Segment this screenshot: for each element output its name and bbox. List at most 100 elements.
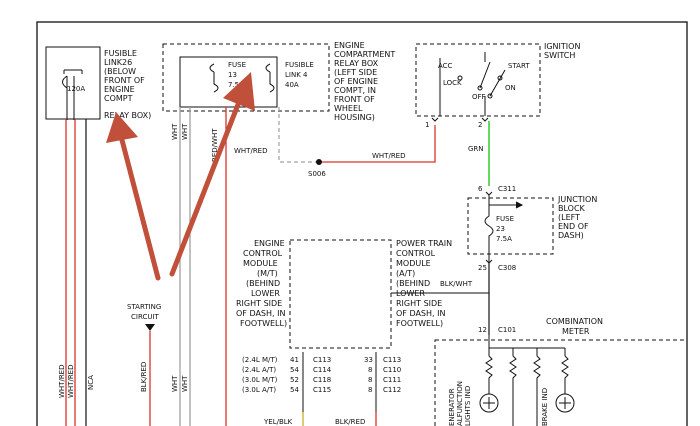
fuse-13-label-1: FUSE: [228, 61, 246, 69]
fusible-link-26-label-2: LINK26: [104, 58, 132, 67]
relay-box-outline: [162, 43, 330, 112]
relay-box-label-7: FRONT OF: [334, 95, 375, 104]
annotation-arrow-head-2: [223, 72, 255, 111]
pin-row-3-variant: (3.0L M/T): [242, 376, 278, 384]
meter-resistor-2: [509, 355, 517, 426]
junction-label-3: (LEFT: [558, 213, 580, 222]
junction-label-1: JUNCTION: [557, 195, 597, 204]
fusible-link-26-label-7: RELAY BOX): [104, 111, 151, 120]
meter-label-1: COMBINATION: [546, 317, 603, 326]
relay-box-label-8: WHEEL: [334, 104, 363, 113]
pin-row-3-conn2: C111: [383, 376, 401, 384]
ecm-label-7: RIGHT SIDE: [236, 299, 282, 308]
pcm-label-1: POWER TRAIN: [396, 239, 452, 248]
meter-conn: C101: [498, 326, 516, 334]
ecm-label-9: FOOTWELL): [240, 319, 287, 328]
pin-row-2-variant: (2.4L A/T): [242, 366, 276, 374]
wire-label-wht-red-right: WHT/RED: [372, 152, 406, 160]
pin-row-2-pin: 54: [290, 366, 299, 374]
ignition-switch: ACC LOCK START OFF ON IGNITION SWITCH 1 …: [415, 42, 580, 129]
fusible-link-26-label-4: FRONT OF: [104, 76, 145, 85]
pin-row-2-conn: C114: [313, 366, 332, 374]
wire-label-grn: GRN: [468, 145, 484, 153]
ignition-contact-start: [497, 75, 503, 81]
junction-label-5: DASH): [558, 231, 584, 240]
fuse-13-box: [179, 56, 278, 108]
fusible-link-26-bar: [63, 69, 83, 74]
pin-table: (2.4L M/T) 41 C113 33 C113 (2.4L A/T) 54…: [242, 352, 401, 426]
generator-ind-label-2: ALFUNCTION: [456, 381, 464, 426]
pin-row-4-conn2: C112: [383, 386, 401, 394]
wire-label-wht-1: WHT: [171, 123, 179, 140]
starting-circuit-label-1: STARTING: [127, 303, 161, 311]
fusible-link-26-label-3: (BELOW: [104, 67, 136, 76]
ignition-pos-off: OFF: [472, 93, 486, 101]
wire-label-blk-wht: BLK/WHT: [440, 280, 473, 288]
pin-row-1-conn2: C113: [383, 356, 401, 364]
ignition-contact-acc: [457, 75, 463, 81]
ignition-pos-acc: ACC: [438, 62, 453, 70]
pin-row-2-conn2: C110: [383, 366, 401, 374]
generator-ind-label-1: ENERATOR: [448, 388, 456, 426]
wire-label-wht-3: WHT: [171, 375, 179, 392]
pin-row-1-pin2: 33: [364, 356, 373, 364]
meter-outline: [434, 339, 688, 426]
annotation-arrow-head-1: [106, 112, 138, 143]
pcm-label-6: LOWER: [396, 289, 425, 298]
relay-box: FUSE 13 7.5A FUSIBLE LINK 4 40A ENGINE C…: [162, 41, 395, 122]
annotation-arrow-shaft-1: [119, 137, 161, 281]
wire-label-wht-red-a: WHT/RED: [58, 365, 66, 399]
junction-pin-top: 6: [478, 185, 483, 193]
annotation-arrows: [106, 72, 255, 281]
wire-label-blk-red: BLK/RED: [140, 362, 148, 392]
wire-label-red-wht: RED/WHT: [211, 128, 219, 162]
ignition-switch-arms: [479, 61, 506, 97]
pin-row-4-variant: (3.0L A/T): [242, 386, 276, 394]
wire-label-wht-2: WHT: [181, 123, 189, 140]
pcm-label-3: MODULE: [396, 259, 431, 268]
ecm-pcm: ENGINE CONTROL MODULE (M/T) (BEHIND LOWE…: [236, 239, 452, 349]
junction-block: 6 C311 FUSE 23 7.5A JUNCTION BLOCK (LEFT…: [467, 185, 597, 272]
meter-resistor-3: [533, 355, 541, 426]
junction-block-outline: [467, 197, 554, 255]
pin-row-1-variant: (2.4L M/T): [242, 356, 278, 364]
relay-box-label-5: OF ENGINE: [334, 77, 378, 86]
brake-lamp-icon: [555, 393, 575, 413]
ecm-label-4: (M/T): [257, 269, 278, 278]
fuse-13-label-3: 7.5A: [228, 81, 244, 89]
ignition-pos-start: START: [508, 62, 530, 70]
fusible-link-4-label-3: 40A: [285, 81, 299, 89]
ignition-switch-outline: [415, 43, 541, 117]
ignition-pin-marks: [431, 117, 489, 122]
fusible-link-26-box: [45, 46, 101, 120]
pcm-label-9: FOOTWELL): [396, 319, 443, 328]
fuse-23-label-2: 23: [496, 225, 505, 233]
fusible-link-4-label-2: LINK 4: [285, 71, 308, 79]
ecm-pcm-outline: [289, 239, 392, 349]
starting-circuit: STARTING CIRCUIT BLK/RED WHT WHT: [127, 303, 189, 426]
junction-bus: [488, 195, 520, 206]
meter-bus: [488, 335, 566, 356]
junction-conn-top: C311: [498, 185, 516, 193]
ecm-label-6: LOWER: [251, 289, 280, 298]
fusible-link-26-symbol: [62, 75, 75, 120]
pin-row-3-pin2: 8: [368, 376, 372, 384]
wire-label-nca: NCA: [87, 375, 95, 390]
brake-lamp-cross: [559, 397, 571, 409]
meter-resistor-1: [485, 355, 493, 394]
fuse-13-label-2: 13: [228, 71, 237, 79]
splice-label: S006: [308, 170, 326, 178]
pcm-label-2: CONTROL: [396, 249, 436, 258]
ignition-pos-lock: LOCK: [443, 79, 462, 87]
fusible-link-26-label-1: FUSIBLE: [104, 49, 137, 58]
pin-row-1-conn: C113: [313, 356, 331, 364]
pin-row-3-pin: 52: [290, 376, 299, 384]
meter-resistor-4: [561, 355, 569, 394]
wire-label-blk-red-bottom: BLK/RED: [335, 418, 365, 426]
generator-lamp-icon: [479, 393, 499, 413]
junction-arrow: [515, 201, 524, 209]
wire-wht-red-to-ignition: [322, 125, 436, 163]
relay-box-label-6: COMPT, IN: [334, 86, 376, 95]
fusible-link-26-rating: 120A: [67, 85, 85, 93]
